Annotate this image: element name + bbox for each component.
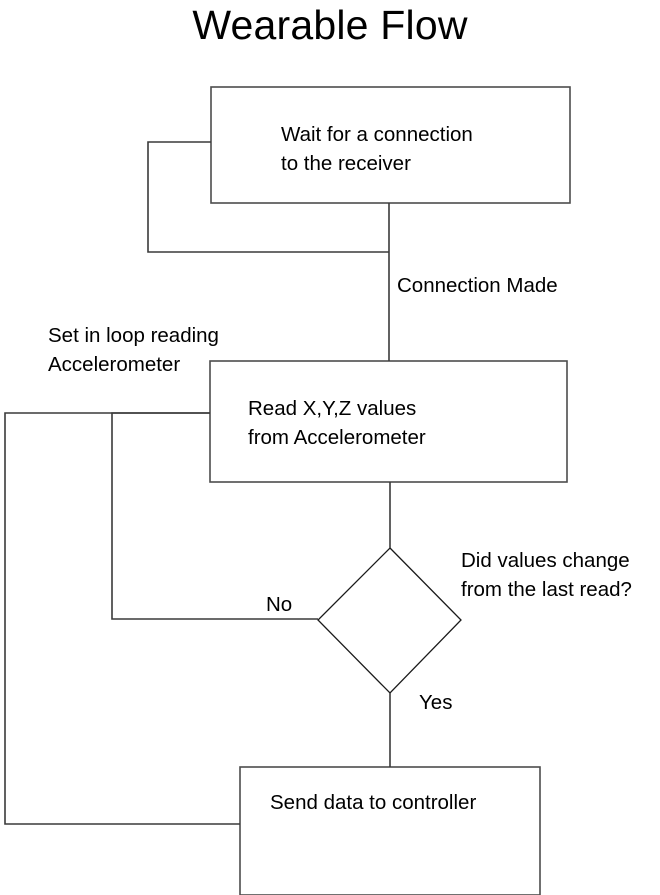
node-wait-for-connection-line2: to the receiver (281, 152, 411, 176)
node-wait-for-connection[interactable] (210, 86, 571, 204)
node-read-values-line1: Read X,Y,Z values (248, 397, 417, 420)
edge-label-loop-reading-line2: Accelerometer (48, 353, 181, 377)
node-wait-for-connection-line1: Wait for a connection (281, 123, 473, 146)
node-send-data[interactable] (239, 766, 541, 895)
node-wait-for-connection-label: Wait for a connection to the receiver (281, 120, 473, 178)
edge-label-loop-reading: Set in loop reading Accelerometer (48, 321, 219, 379)
edge-label-connection-made: Connection Made (397, 274, 558, 297)
node-values-changed[interactable] (317, 547, 462, 694)
page-title: Wearable Flow (192, 2, 468, 48)
edge-label-yes: Yes (419, 691, 453, 714)
node-values-changed-line1: Did values change (461, 549, 630, 572)
node-values-changed-line2: from the last read? (461, 578, 632, 602)
node-send-data-line1: Send data to controller (270, 791, 477, 814)
node-read-values-label: Read X,Y,Z values from Accelerometer (248, 394, 426, 452)
node-values-changed-label: Did values change from the last read? (461, 546, 632, 604)
edge-wait-loop-back (147, 141, 389, 253)
edge-label-no: No (266, 593, 293, 616)
edge-send-data-loop-back (4, 412, 240, 825)
node-send-data-label: Send data to controller (270, 788, 476, 817)
node-read-values-line2: from Accelerometer (248, 426, 426, 450)
edge-label-loop-reading-line1: Set in loop reading (48, 324, 219, 347)
